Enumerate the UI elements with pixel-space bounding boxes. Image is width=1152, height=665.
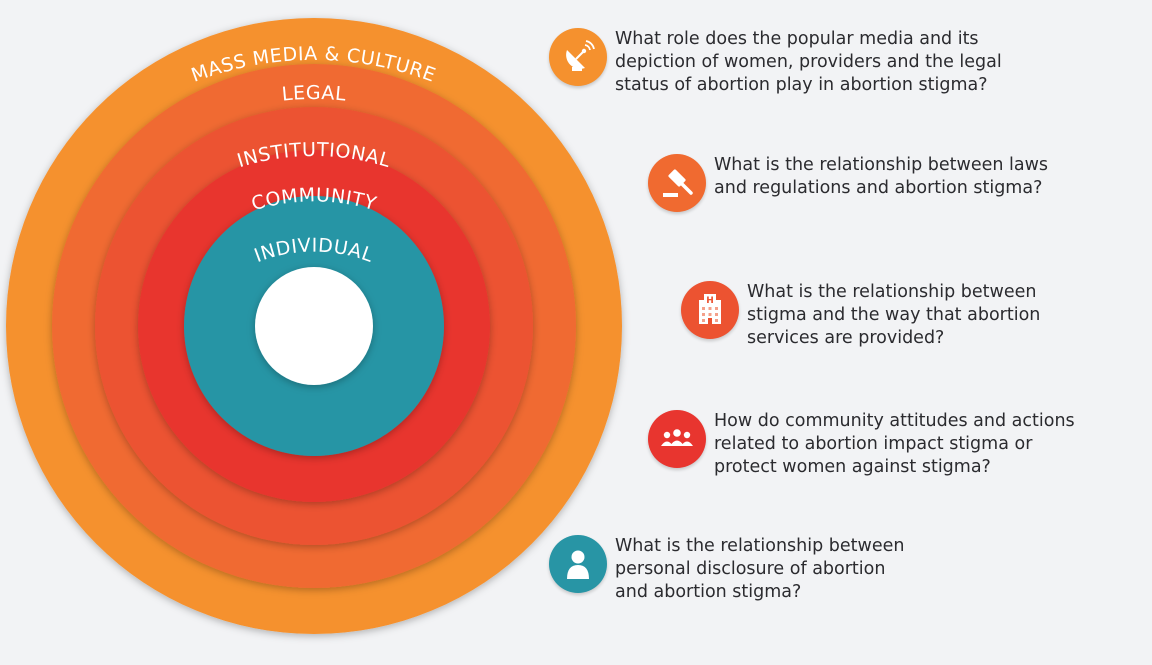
person-icon xyxy=(549,535,607,593)
ring-center xyxy=(255,267,373,385)
question-text: What role does the popular media and its… xyxy=(615,29,1002,95)
question-institutional: H What is the relationship between stigm… xyxy=(681,281,1040,350)
question-text: How do community attitudes and actions r… xyxy=(714,411,1075,477)
question-text: What is the relationship between persona… xyxy=(615,536,905,602)
question-text: What is the relationship between stigma … xyxy=(747,282,1041,348)
question-media: What role does the popular media and its… xyxy=(549,28,1002,97)
question-community: How do community attitudes and actions r… xyxy=(648,410,1075,479)
question-legal: What is the relationship between laws an… xyxy=(648,154,1048,212)
people-group-icon xyxy=(648,410,706,468)
gavel-icon xyxy=(648,154,706,212)
concentric-rings-diagram: MASS MEDIA & CULTURE LEGAL INSTITUTIONAL… xyxy=(6,18,622,634)
svg-text:H: H xyxy=(706,296,714,306)
ring-label-legal: LEGAL xyxy=(281,82,347,106)
question-text: What is the relationship between laws an… xyxy=(714,155,1049,198)
hospital-icon: H xyxy=(681,281,739,339)
question-individual: What is the relationship between persona… xyxy=(549,535,904,604)
satellite-dish-icon xyxy=(549,28,607,86)
